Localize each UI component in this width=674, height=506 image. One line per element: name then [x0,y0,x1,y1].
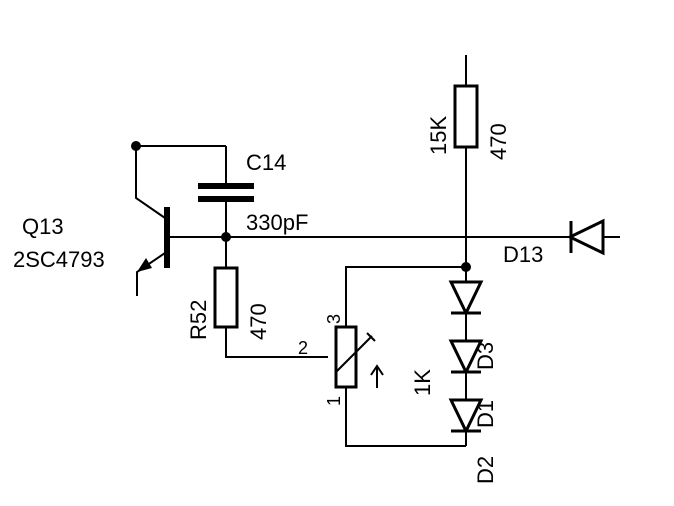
r52-label: R52 [186,300,211,340]
r52-to-wiper-wire [225,327,328,358]
diode-d3 [448,280,484,317]
pot-pin1-label: 1 [324,396,344,406]
c14-value-label: 330pF [246,210,308,235]
d13-label: D13 [503,242,543,267]
pot-bottom-wire [345,387,466,447]
collector-wire [135,146,166,219]
diode-d13 [566,218,605,256]
r-top-ref-label: 15K [426,116,451,155]
capacitor-c14 [198,183,254,202]
potentiometer [334,325,384,389]
trim-arrow-icon [335,335,373,373]
q13-label: Q13 [22,214,64,239]
junction-dot [131,141,141,151]
d1-label: D1 [473,400,498,428]
d3-label: D3 [473,342,498,370]
junction-dot [221,232,231,242]
r-top-value-label: 470 [486,123,511,160]
transistor-q13 [137,207,170,272]
emitter-wire [136,252,166,296]
diode-d2 [448,398,484,435]
pot-value-label: 1K [410,369,435,396]
c14-label: C14 [246,150,286,175]
r52-value-label: 470 [246,303,271,340]
pot-top-wire [345,266,466,327]
junction-dot [461,262,471,272]
resistor-top [453,84,479,149]
pot-pin3-label: 3 [324,314,344,324]
q13-part-label: 2SC4793 [13,247,105,272]
diode-d1 [448,339,484,376]
resistor-r52 [213,266,239,329]
emitter-arrow-icon [137,258,152,272]
d2-label: D2 [473,456,498,484]
pot-pin2-label: 2 [298,338,308,358]
